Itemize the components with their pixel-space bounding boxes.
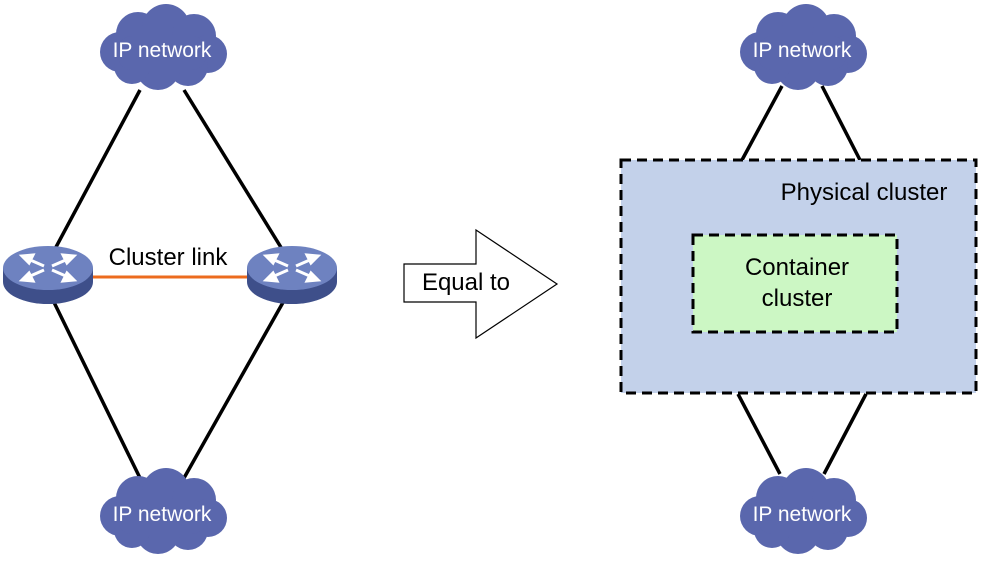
line-right-top-cloud-right [820,85,862,161]
right-bottom-cloud-label: IP network [753,503,852,526]
left-top-cloud-label: IP network [113,39,212,62]
container-cluster-label-line2: cluster [762,285,833,312]
left-bottom-cloud-label: IP network [113,503,212,526]
physical-cluster-label: Physical cluster [781,179,948,206]
line-top-cloud-to-right-switch [182,89,292,263]
left-topology-lines [46,89,292,479]
line-right-top-cloud-left [740,85,784,161]
line-left-switch-to-bottom-cloud [46,289,142,479]
right-topology-lines [736,85,868,475]
line-right-bottom-cloud-right [822,393,868,475]
line-right-bottom-cloud-left [736,393,782,475]
cluster-link-label: Cluster link [109,244,229,271]
container-cluster-label-line1: Container [745,254,849,281]
right-top-cloud-label: IP network [753,39,852,62]
right-switch-icon [245,244,339,306]
left-switch-icon [1,244,95,306]
equal-to-arrow [403,228,559,340]
equal-to-label: Equal to [422,269,510,296]
container-cluster-box [691,233,899,334]
line-right-switch-to-bottom-cloud [182,289,292,479]
line-top-cloud-to-left-switch [46,89,142,263]
